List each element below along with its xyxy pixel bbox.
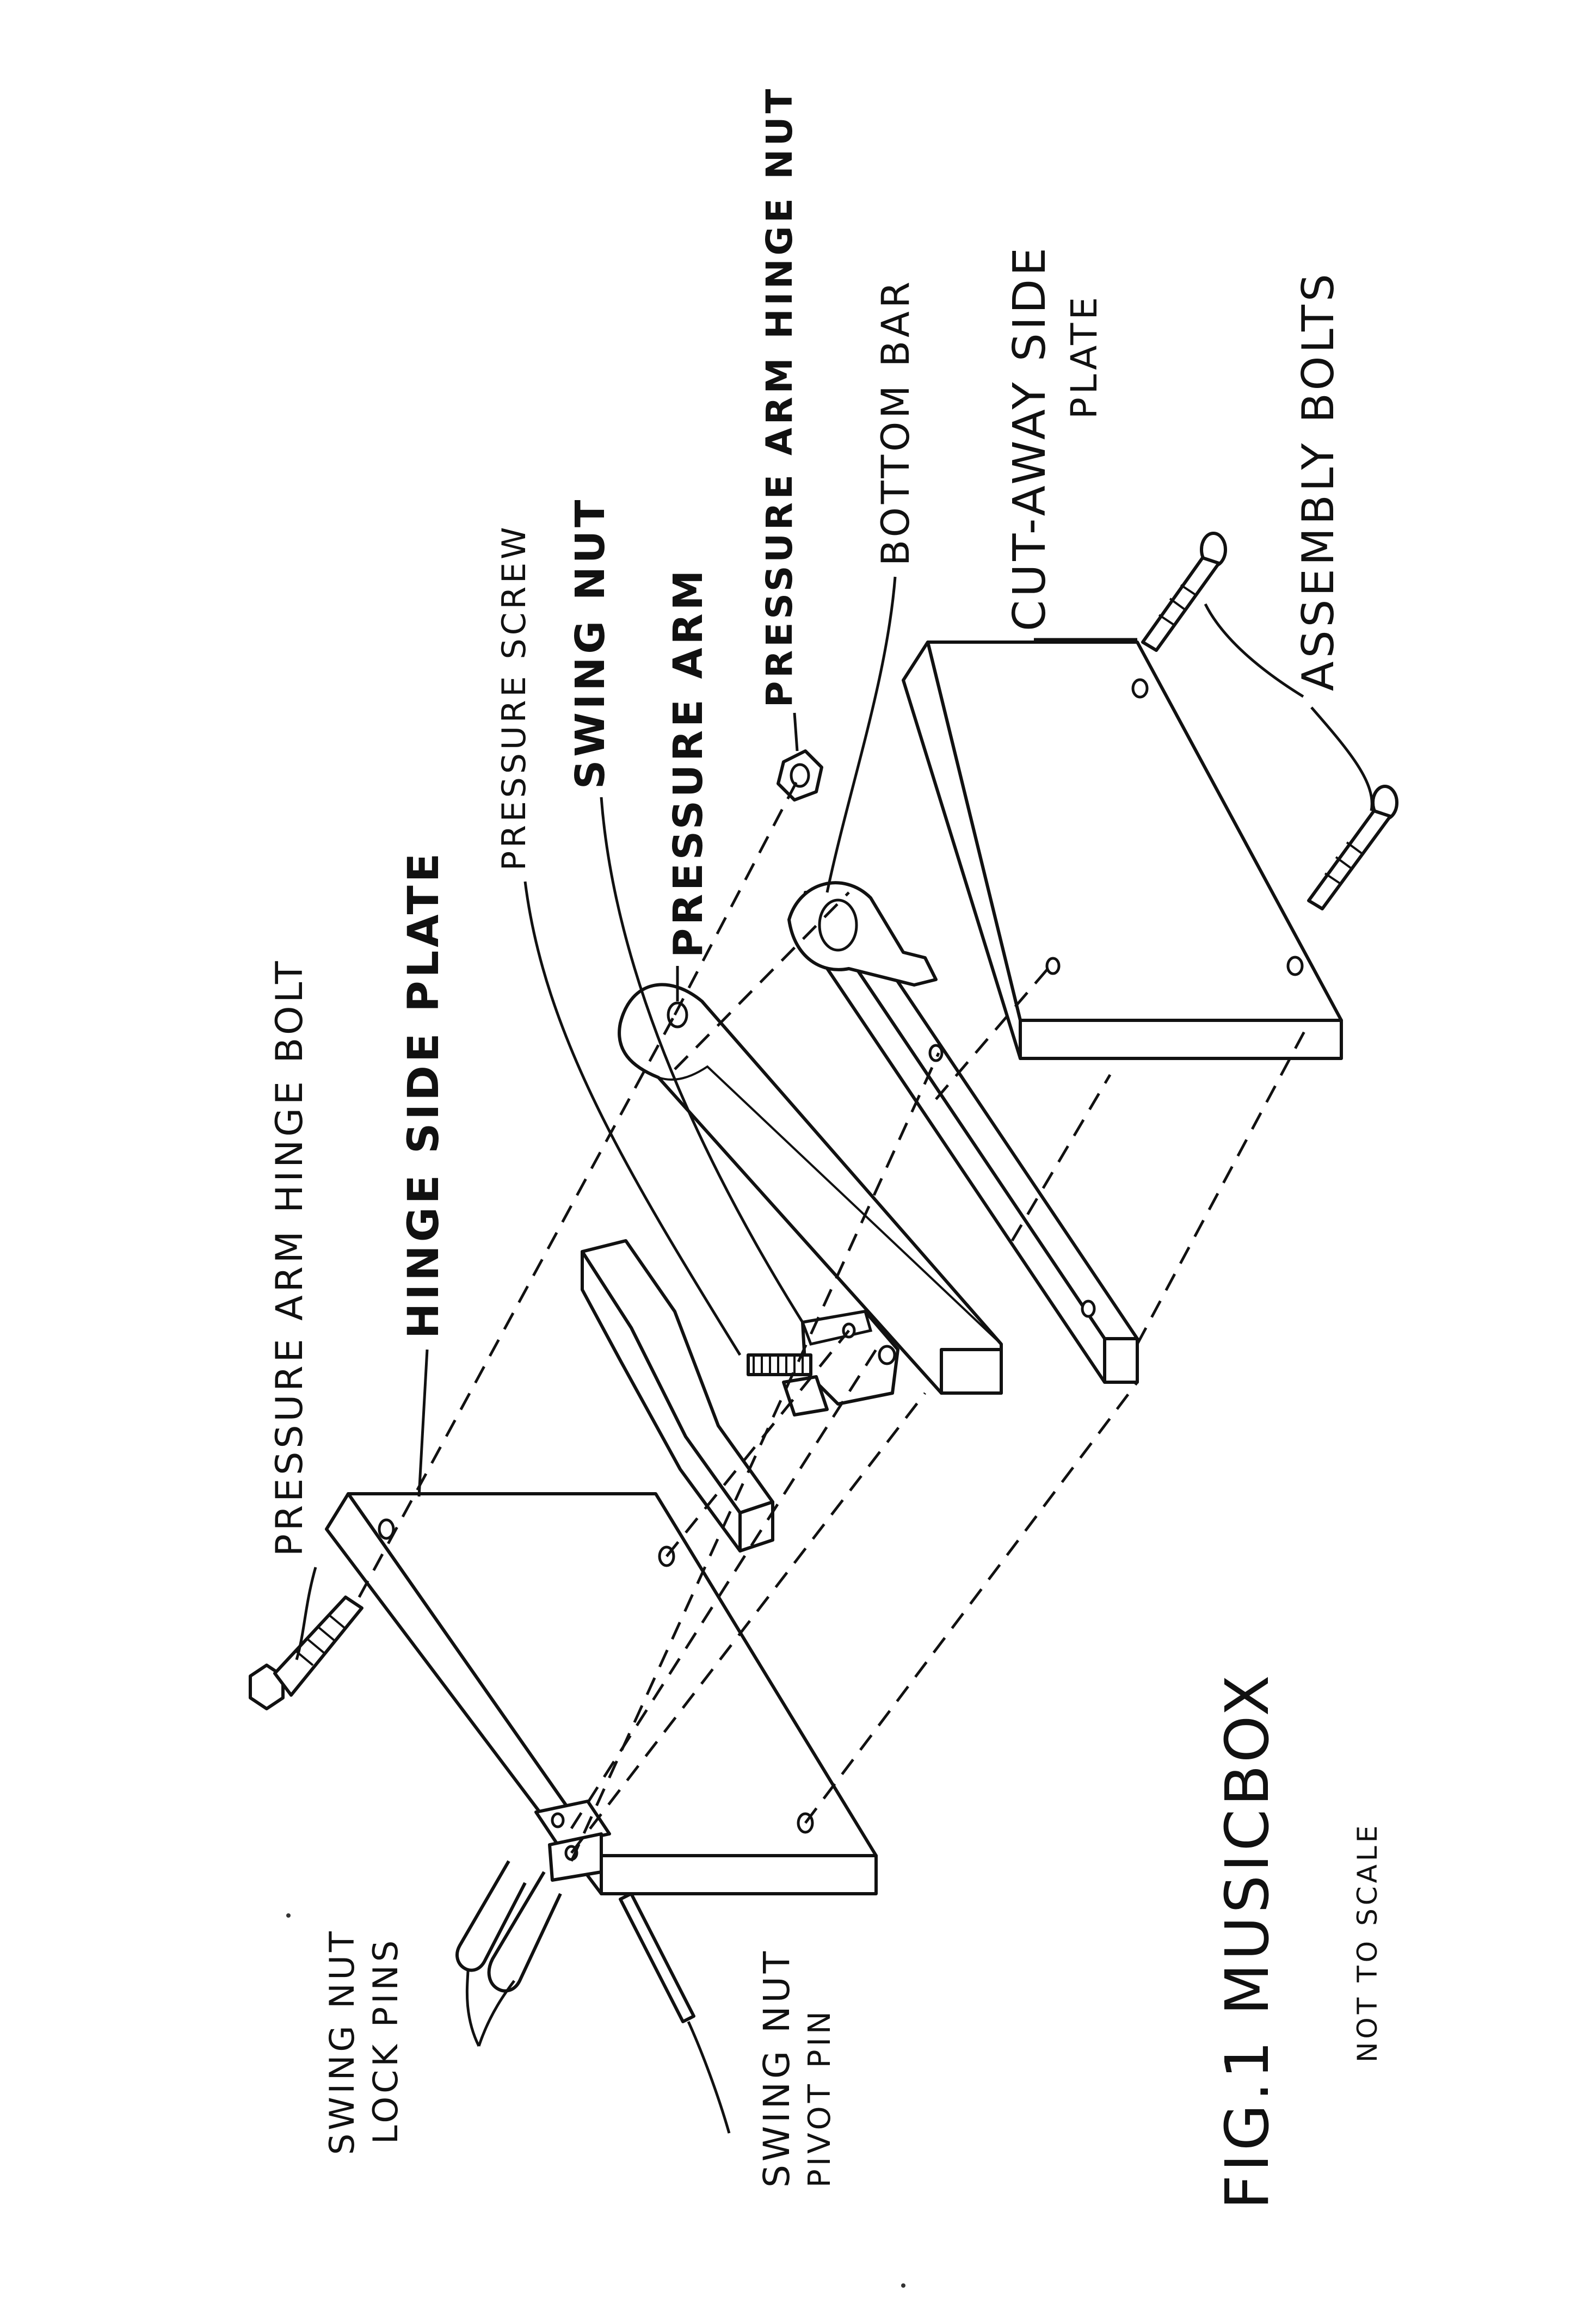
- scan-speck: [286, 1913, 291, 1918]
- label-bottom-bar: BOTTOM BAR: [873, 279, 918, 566]
- label-cut-away-side-2: PLATE: [1063, 294, 1105, 419]
- label-swing-nut-lock-pins-1: SWING NUT: [322, 1928, 362, 2155]
- swing-nut-lock-pins: [455, 1860, 562, 1993]
- swing-nut: [782, 1310, 899, 1416]
- pressure-arm-hinge-bolt: [249, 1596, 363, 1710]
- swing-block: [581, 1239, 774, 1553]
- cut-away-side-plate: [902, 640, 1343, 1060]
- assembly-bolt-lower: [1307, 785, 1398, 910]
- pressure-arm-lever: [618, 983, 1003, 1395]
- label-swing-nut-pivot-pin-2: PIVOT PIN: [802, 2008, 837, 2188]
- label-swing-nut-pivot-pin-1: SWING NUT: [756, 1948, 798, 2188]
- hinge-side-plate: [325, 1492, 878, 1895]
- alignment-lines: [358, 774, 1308, 1862]
- label-pressure-arm: PRESSURE ARM: [665, 567, 712, 958]
- leader-lines: [295, 576, 1373, 2134]
- label-pressure-arm-hinge-nut: PRESSURE ARM HINGE NUT: [759, 85, 800, 707]
- label-assembly-bolts: ASSEMBLY BOLTS: [1293, 270, 1344, 691]
- figure-title: FIG.1 MUSICBOX: [1212, 1672, 1282, 2209]
- label-pressure-arm-hinge-bolt: PRESSURE ARM HINGE BOLT: [268, 958, 311, 1556]
- label-pressure-screw: PRESSURE SCREW: [495, 524, 533, 871]
- label-hinge-side-plate: HINGE SIDE PLATE: [399, 850, 448, 1339]
- pressure-arm: [787, 881, 938, 987]
- figure-subtitle: NOT TO SCALE: [1352, 1822, 1383, 2062]
- assembly-bolt-upper: [1141, 532, 1227, 652]
- pressure-screw: [747, 1353, 812, 1376]
- label-cut-away-side-1: CUT-AWAY SIDE: [1004, 244, 1056, 631]
- pressure-arm-hinge-nut: [777, 749, 823, 802]
- scan-speck: [901, 2283, 905, 2288]
- label-swing-nut: SWING NUT: [567, 497, 614, 789]
- swing-nut-pivot-pin: [619, 1892, 695, 2023]
- label-swing-nut-lock-pins-2: LOCK PINS: [366, 1937, 405, 2144]
